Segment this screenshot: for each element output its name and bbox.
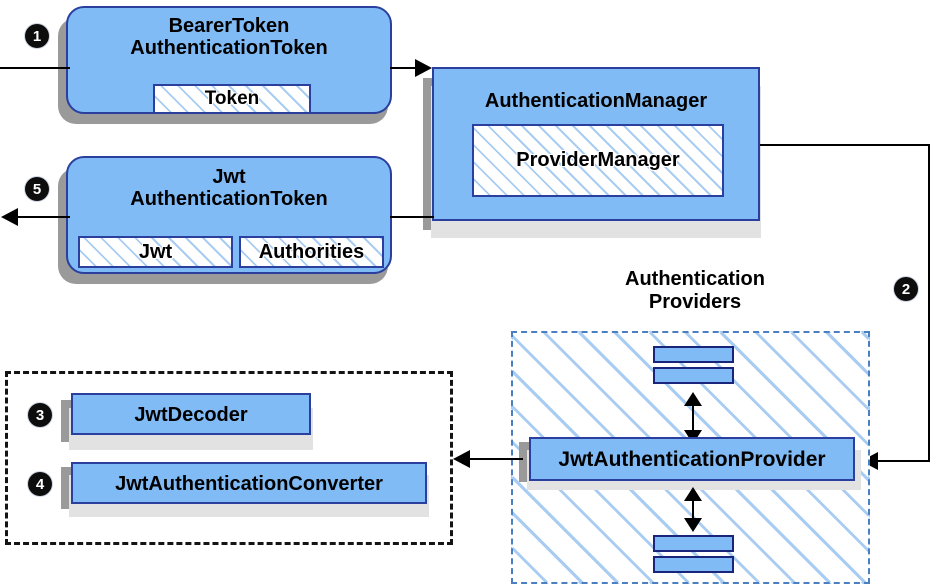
jwt-authentication-token-box[interactable]: Jwt AuthenticationToken Jwt Authorities (66, 156, 392, 274)
jwt-authentication-provider-box[interactable]: JwtAuthenticationProvider (529, 437, 855, 481)
provider-link-down-arrowhead-bottom (684, 518, 702, 532)
response-out-line (18, 216, 70, 218)
response-out-arrowhead (1, 208, 18, 226)
authentication-manager-box[interactable]: AuthenticationManager ProviderManager (432, 67, 760, 221)
jwt-authentication-token-title: Jwt AuthenticationToken (130, 166, 328, 211)
manager-to-provider-line (878, 460, 930, 462)
bearer-token-inner-token-box[interactable]: Token (153, 84, 311, 114)
provider-link-up-line (692, 398, 694, 436)
jwt-authentication-converter-label: JwtAuthenticationConverter (115, 473, 383, 495)
jwt-authentication-token-inner-authorities-box[interactable]: Authorities (239, 236, 384, 268)
jwt-decoder-label: JwtDecoder (134, 404, 248, 426)
step-marker-4: 4 (28, 472, 52, 496)
jwt-helpers-group (5, 371, 453, 545)
jwt-decoder-box[interactable]: JwtDecoder (71, 393, 311, 435)
jwt-authentication-converter-box[interactable]: JwtAuthenticationConverter (71, 462, 427, 504)
provider-manager-label: ProviderManager (516, 149, 680, 171)
provider-placeholder-bar-2[interactable] (653, 367, 734, 384)
manager-right-exit-line (760, 144, 930, 146)
jwt-authentication-provider-label: JwtAuthenticationProvider (558, 448, 826, 471)
authorities-inner-label: Authorities (258, 240, 365, 263)
provider-placeholder-bar-4[interactable] (653, 556, 734, 573)
authentication-manager-inner-provider-manager-box[interactable]: ProviderManager (472, 124, 724, 197)
authentication-manager-title: AuthenticationManager (484, 90, 708, 112)
provider-placeholder-bar-1[interactable] (653, 346, 734, 363)
bearer-token-title: BearerToken AuthenticationToken (130, 15, 328, 60)
bearer-token-inner-token-label: Token (204, 88, 260, 109)
step-marker-3: 3 (28, 403, 52, 427)
bearer-to-manager-line (390, 67, 424, 69)
bearer-token-authentication-token-box[interactable]: BearerToken AuthenticationToken Token (66, 6, 392, 114)
bearer-to-manager-arrowhead (415, 59, 432, 77)
step-marker-1: 1 (25, 24, 49, 48)
manager-to-jwt-token-line (390, 216, 434, 218)
step-marker-2: 2 (894, 277, 918, 301)
provider-to-helpers-arrowhead (453, 450, 470, 468)
provider-to-helpers-line (468, 458, 523, 460)
jwt-inner-label: Jwt (138, 240, 173, 263)
provider-placeholder-bar-3[interactable] (653, 535, 734, 552)
step-marker-5: 5 (25, 177, 49, 201)
provider-link-down-line (692, 493, 694, 524)
manager-right-down-line (928, 144, 930, 461)
jwt-authentication-token-inner-jwt-box[interactable]: Jwt (78, 236, 233, 268)
authentication-providers-caption: Authentication Providers (625, 268, 765, 313)
request-in-line (0, 67, 70, 69)
